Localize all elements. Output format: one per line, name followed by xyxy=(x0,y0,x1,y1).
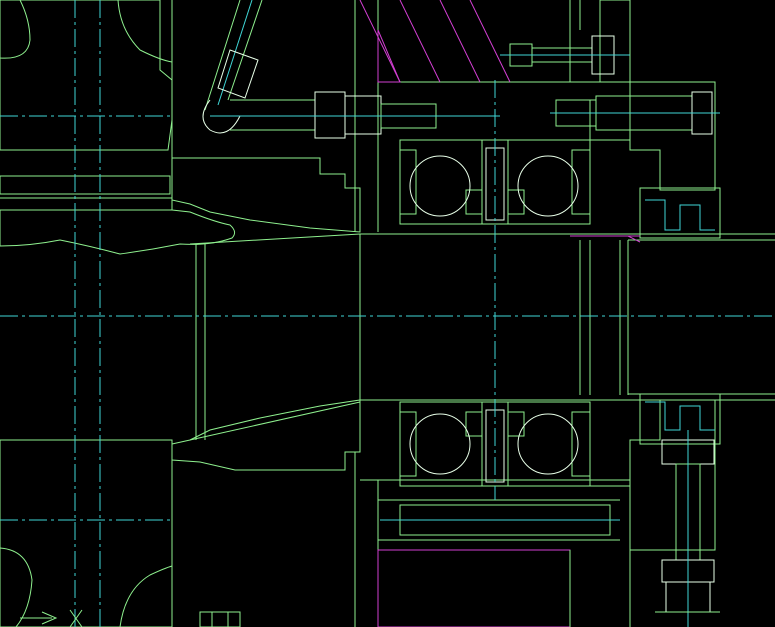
oil-seal xyxy=(570,187,721,445)
end-cover xyxy=(589,81,716,551)
centerlines xyxy=(0,115,775,521)
cap-screw xyxy=(500,35,720,135)
grease-fitting xyxy=(202,0,500,139)
bearing-spacer xyxy=(481,80,509,500)
shaft xyxy=(360,233,775,401)
housing xyxy=(354,0,631,627)
bolt-with-nut xyxy=(655,430,720,627)
grease-pipe xyxy=(20,609,241,627)
left-casting xyxy=(0,0,236,627)
conical-sleeve xyxy=(171,157,361,471)
